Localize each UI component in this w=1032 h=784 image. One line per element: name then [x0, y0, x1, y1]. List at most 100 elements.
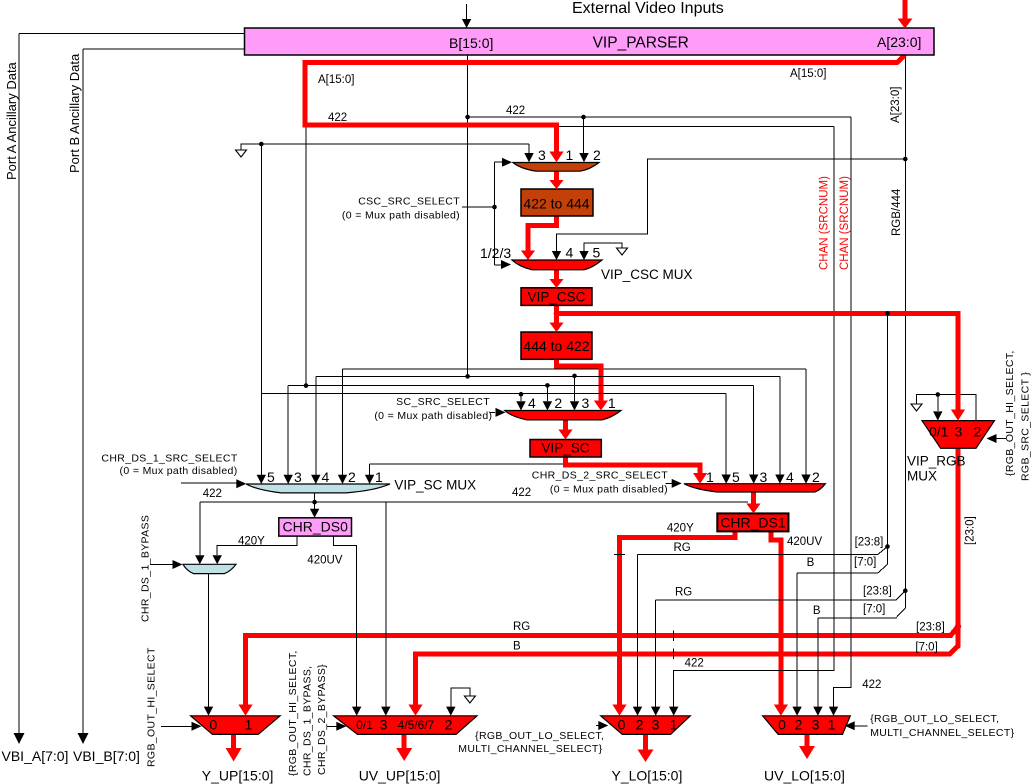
svg-text:5: 5: [593, 245, 601, 261]
svg-text:2: 2: [636, 717, 644, 733]
svg-text:0: 0: [209, 717, 217, 733]
svg-text:4: 4: [786, 469, 794, 485]
svg-text:0: 0: [618, 717, 626, 733]
svg-text:4: 4: [528, 395, 536, 411]
svg-text:420UV: 420UV: [787, 536, 822, 548]
svg-text:4: 4: [566, 245, 574, 261]
svg-text:{RGB_OUT_HI_SELECT,: {RGB_OUT_HI_SELECT,: [1004, 350, 1016, 476]
svg-text:2: 2: [795, 717, 803, 733]
svg-text:RGB_OUT_HI_SELECT: RGB_OUT_HI_SELECT: [146, 647, 158, 767]
svg-text:420Y: 420Y: [667, 523, 694, 535]
svg-text:1: 1: [566, 147, 574, 163]
svg-text:CHR_DS_1_BYPASS,: CHR_DS_1_BYPASS,: [302, 666, 314, 776]
svg-text:3: 3: [294, 469, 302, 485]
svg-text:A[23:0]: A[23:0]: [877, 34, 921, 50]
svg-text:0/1: 0/1: [929, 424, 949, 440]
svg-text:1: 1: [828, 717, 836, 733]
svg-text:SC_SRC_SELECT: SC_SRC_SELECT: [396, 396, 490, 408]
svg-text:CHR_DS_1_SRC_SELECT: CHR_DS_1_SRC_SELECT: [101, 453, 237, 465]
svg-text:422: 422: [203, 488, 222, 500]
svg-text:3: 3: [955, 424, 963, 440]
svg-text:CHAN (SRCNUM): CHAN (SRCNUM): [819, 176, 831, 270]
svg-text:2: 2: [593, 147, 601, 163]
svg-text:VBI_B[7:0]: VBI_B[7:0]: [73, 748, 140, 764]
svg-text:[23:8]: [23:8]: [916, 622, 945, 634]
svg-text:UV_LO[15:0]: UV_LO[15:0]: [764, 768, 845, 784]
svg-text:5: 5: [732, 469, 740, 485]
svg-text:VIP_PARSER: VIP_PARSER: [593, 35, 689, 52]
svg-text:Y_UP[15:0]: Y_UP[15:0]: [202, 768, 274, 784]
svg-text:CHR_DS1: CHR_DS1: [720, 515, 786, 531]
svg-text:444 to 422: 444 to 422: [523, 338, 589, 354]
svg-text:0/1: 0/1: [356, 718, 373, 732]
svg-text:3: 3: [652, 717, 660, 733]
svg-text:[23:8]: [23:8]: [863, 586, 892, 598]
svg-text:(0 = Mux path disabled): (0 = Mux path disabled): [120, 465, 238, 477]
svg-text:B: B: [513, 641, 521, 653]
svg-text:2: 2: [348, 469, 356, 485]
svg-text:A[15:0]: A[15:0]: [318, 74, 354, 86]
svg-text:422: 422: [328, 112, 347, 124]
svg-text:{RGB_OUT_HI_SELECT,: {RGB_OUT_HI_SELECT,: [287, 650, 299, 776]
svg-text:RG: RG: [675, 587, 692, 599]
svg-text:RGB/444: RGB/444: [891, 188, 903, 236]
svg-text:2: 2: [554, 395, 562, 411]
svg-text:B[15:0]: B[15:0]: [449, 35, 493, 51]
svg-text:RG: RG: [513, 621, 530, 633]
svg-text:4/5/6/7: 4/5/6/7: [398, 718, 435, 732]
svg-text:MULTI_CHANNEL_SELECT}: MULTI_CHANNEL_SELECT}: [458, 743, 602, 755]
svg-text:1: 1: [706, 469, 714, 485]
svg-text:Port A Ancillary Data: Port A Ancillary Data: [4, 61, 19, 180]
svg-text:3: 3: [538, 147, 546, 163]
svg-text:VIP_CSC MUX: VIP_CSC MUX: [601, 267, 693, 282]
svg-text:4: 4: [322, 469, 330, 485]
svg-text:[23:8]: [23:8]: [855, 537, 884, 549]
svg-text:CHR_DS0: CHR_DS0: [283, 519, 349, 535]
svg-text:[7:0]: [7:0]: [863, 604, 885, 616]
svg-text:422 to 444: 422 to 444: [523, 196, 589, 212]
svg-text:1/2/3: 1/2/3: [480, 245, 511, 261]
svg-text:[23:0]: [23:0]: [965, 516, 977, 545]
svg-text:VIP_SC MUX: VIP_SC MUX: [394, 478, 476, 493]
svg-text:RG: RG: [674, 542, 691, 554]
svg-text:420Y: 420Y: [238, 536, 265, 548]
svg-text:B: B: [813, 605, 821, 617]
svg-text:B: B: [807, 557, 815, 569]
svg-text:CHR_DS_2_BYPASS}: CHR_DS_2_BYPASS}: [316, 664, 328, 775]
svg-text:MUX: MUX: [907, 469, 937, 484]
svg-text:420UV: 420UV: [307, 555, 342, 567]
svg-text:5: 5: [267, 469, 275, 485]
svg-text:2: 2: [812, 469, 820, 485]
svg-text:A[23:0]: A[23:0]: [890, 87, 902, 123]
svg-text:(0 = Mux path disabled): (0 = Mux path disabled): [550, 484, 668, 496]
svg-text:Y_LO[15:0]: Y_LO[15:0]: [612, 768, 683, 784]
svg-text:3: 3: [812, 717, 820, 733]
svg-text:(0 = Mux path disabled): (0 = Mux path disabled): [374, 410, 492, 422]
svg-text:RGB_SRC_SELECT }: RGB_SRC_SELECT }: [1020, 372, 1032, 481]
svg-text:422: 422: [506, 105, 525, 117]
svg-text:0: 0: [778, 717, 786, 733]
svg-text:CHAN (SRCNUM): CHAN (SRCNUM): [839, 176, 851, 270]
svg-text:[7:0]: [7:0]: [915, 642, 937, 654]
svg-text:MULTI_CHANNEL_SELECT}: MULTI_CHANNEL_SELECT}: [870, 727, 1014, 739]
svg-text:VBI_A[7:0]: VBI_A[7:0]: [2, 748, 69, 764]
svg-text:VIP_SC: VIP_SC: [541, 441, 589, 456]
svg-text:2: 2: [445, 717, 453, 733]
svg-text:CSC_SRC_SELECT: CSC_SRC_SELECT: [358, 196, 460, 208]
svg-text:422: 422: [862, 679, 881, 691]
svg-text:A[15:0]: A[15:0]: [790, 68, 826, 80]
svg-text:1: 1: [245, 717, 253, 733]
svg-text:422: 422: [512, 487, 531, 499]
svg-text:CHR_DS_1_BYPASS: CHR_DS_1_BYPASS: [140, 515, 152, 622]
svg-text:[7:0]: [7:0]: [854, 557, 876, 569]
svg-text:3: 3: [380, 717, 388, 733]
svg-text:1: 1: [670, 717, 678, 733]
svg-text:1: 1: [375, 469, 383, 485]
svg-text:CHR_DS_2_SRC_SELECT: CHR_DS_2_SRC_SELECT: [532, 470, 668, 482]
svg-text:{RGB_OUT_LO_SELECT,: {RGB_OUT_LO_SELECT,: [870, 713, 999, 725]
svg-text:(0 = Mux path disabled): (0 = Mux path disabled): [342, 210, 460, 222]
svg-text:VIP_CSC: VIP_CSC: [528, 290, 586, 305]
svg-text:{RGB_OUT_LO_SELECT,: {RGB_OUT_LO_SELECT,: [475, 730, 604, 742]
svg-text:UV_UP[15:0]: UV_UP[15:0]: [359, 768, 441, 784]
svg-text:3: 3: [760, 469, 768, 485]
